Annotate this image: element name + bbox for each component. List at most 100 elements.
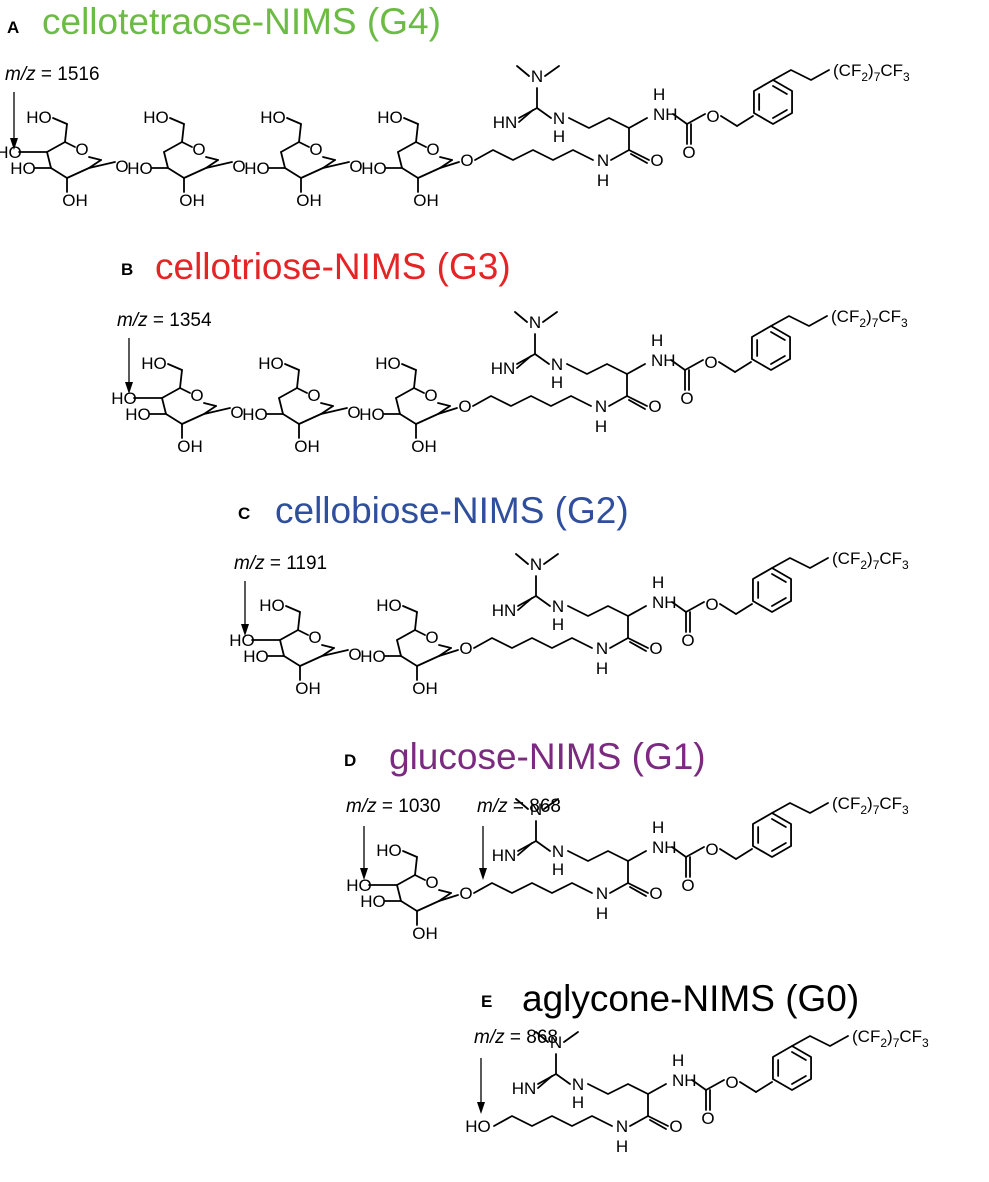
ethyl-linker bbox=[772, 69, 830, 81]
ring-bond bbox=[416, 655, 440, 667]
ring-bond bbox=[179, 387, 191, 394]
carbamate-bond bbox=[671, 846, 687, 858]
panel-b-title: cellotriose-NIMS (G3) bbox=[155, 246, 511, 287]
carbamate-h-label: H bbox=[653, 85, 665, 104]
benzene-ring bbox=[772, 1045, 812, 1091]
glycosidic-o-label: O bbox=[348, 645, 361, 664]
pentyl-chain bbox=[472, 395, 592, 407]
carbonyl-o-label: O bbox=[648, 397, 661, 416]
linker-oxygen-label: O bbox=[459, 639, 472, 658]
amide-n-label: N bbox=[616, 1117, 628, 1136]
carbamate-h-label: H bbox=[651, 331, 663, 350]
ring-bond bbox=[203, 402, 217, 407]
ring-bond bbox=[50, 167, 68, 179]
ring-bond bbox=[88, 156, 102, 161]
ring-bond bbox=[401, 167, 419, 179]
methyl-bond bbox=[516, 65, 530, 77]
stereo-bond bbox=[627, 850, 647, 862]
glycosidic-bond bbox=[321, 649, 349, 657]
panel-d-mz-value-1: 1030 bbox=[398, 796, 440, 817]
arginine-chain bbox=[587, 1083, 649, 1095]
carbonyl-o-label: O bbox=[650, 151, 663, 170]
carbonyl-o-label: O bbox=[649, 884, 662, 903]
panel-e: E aglycone-NIMS (G0) m/z = 868 bbox=[474, 978, 859, 1114]
ester-bond bbox=[684, 359, 704, 371]
ethyl-linker bbox=[771, 557, 829, 569]
aromatic-double bbox=[772, 109, 788, 119]
arginine-chain bbox=[567, 850, 629, 862]
ch2oh-bond bbox=[414, 856, 418, 876]
ring-oxygen-label: O bbox=[425, 873, 438, 892]
ring-bond bbox=[161, 397, 167, 415]
ho-label: HO bbox=[346, 876, 372, 895]
ch2oh-bond bbox=[402, 605, 418, 613]
amide-h-label: H bbox=[616, 1137, 628, 1156]
imine-hn-label: HN bbox=[492, 846, 517, 865]
carbamate-nh-label: NH bbox=[653, 105, 678, 124]
ring-bond bbox=[396, 639, 402, 657]
methyl-bond bbox=[543, 798, 559, 810]
panel-d-title: glucose-NIMS (G1) bbox=[389, 736, 706, 777]
ring-bond bbox=[181, 413, 205, 425]
panel-c: C cellobiose-NIMS (G2) m/z = 1191 bbox=[234, 490, 629, 636]
carbamate-nh-label: NH bbox=[652, 593, 677, 612]
oh-label: OH bbox=[412, 679, 438, 698]
anomeric-bond bbox=[439, 161, 460, 169]
stereo-bond bbox=[628, 117, 648, 129]
amide-bond bbox=[609, 882, 629, 894]
carbonyl-bond bbox=[627, 882, 649, 894]
panel-a-mz-label: m/z = 1516 bbox=[5, 64, 100, 85]
ring-bond bbox=[283, 655, 301, 667]
carbonyl-double bbox=[630, 153, 648, 164]
ring-bond bbox=[299, 655, 323, 667]
ring-bond bbox=[438, 889, 452, 894]
amide-bond bbox=[610, 149, 630, 161]
panel-b-mz-label: m/z = 1354 bbox=[117, 310, 212, 331]
guanidine-bond bbox=[534, 353, 550, 365]
ring-bond bbox=[298, 413, 322, 425]
ch2oh-bond bbox=[52, 117, 68, 125]
ester-o-label: O bbox=[705, 840, 718, 859]
ring-bond bbox=[46, 141, 66, 153]
ring-bond bbox=[415, 141, 427, 148]
ring-bond bbox=[399, 413, 417, 425]
ring-bond bbox=[298, 141, 310, 148]
ring-bond bbox=[64, 141, 76, 148]
ring-bond bbox=[46, 151, 52, 169]
ring-bond bbox=[296, 387, 308, 394]
ring-bond bbox=[183, 167, 207, 179]
ring-oxygen-label: O bbox=[308, 628, 321, 647]
carbamate-bond bbox=[671, 601, 687, 613]
benzyl-bond bbox=[735, 603, 753, 615]
ester-bond bbox=[685, 846, 705, 858]
guanidine-n-label: N bbox=[553, 109, 565, 128]
methyl-bond bbox=[543, 553, 559, 565]
ring-bond bbox=[395, 397, 401, 415]
guanidine-double bbox=[516, 353, 536, 365]
ring-bond bbox=[279, 639, 285, 657]
ho-label: HO bbox=[260, 108, 286, 127]
ho-label: HO bbox=[465, 1117, 491, 1136]
carbamate-h-label: H bbox=[672, 1051, 684, 1070]
ring-bond bbox=[280, 141, 300, 153]
guanidine-double bbox=[537, 1073, 557, 1085]
ester-o-label: O bbox=[725, 1073, 738, 1092]
ring-oxygen-label: O bbox=[425, 628, 438, 647]
ho-label: HO bbox=[258, 354, 284, 373]
ring-bond bbox=[395, 387, 415, 399]
ho-label: HO bbox=[143, 108, 169, 127]
arginine-chain bbox=[567, 605, 629, 617]
ch2oh-bond bbox=[296, 369, 300, 389]
panel-d-cleavage-arrow-2 bbox=[479, 826, 487, 880]
ho-label: HO bbox=[244, 159, 270, 178]
carbamate-bond bbox=[691, 1079, 707, 1091]
ho-label: HO bbox=[259, 596, 285, 615]
